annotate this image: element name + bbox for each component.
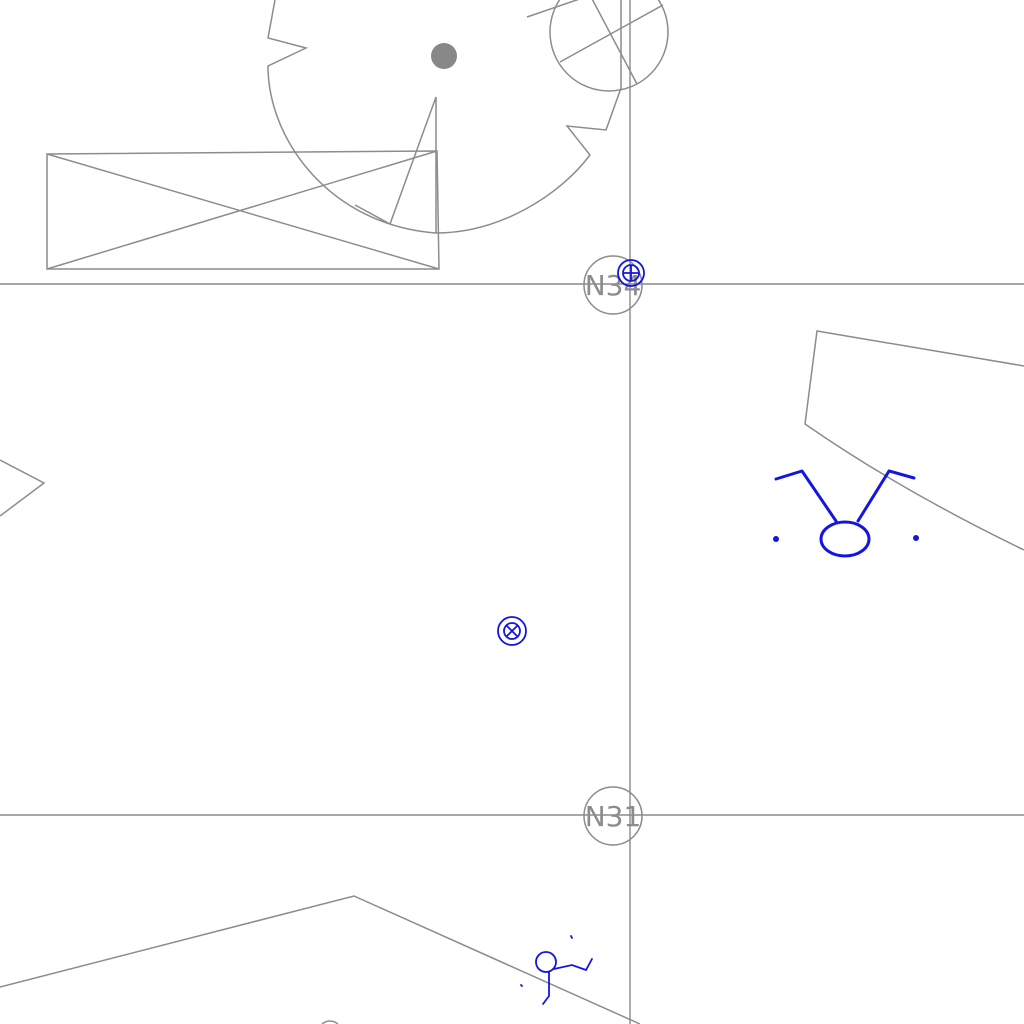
chevron-feature <box>0 459 46 517</box>
crossed-circle-feature <box>526 0 669 92</box>
running-figure-icon[interactable] <box>520 935 593 1005</box>
grid-label-lower[interactable]: N31 <box>583 786 643 846</box>
right-area-feature <box>804 330 1024 551</box>
circled-plus-icon[interactable] <box>617 259 645 287</box>
jagged-round-feature <box>267 0 622 234</box>
grid-label-lower-text: N31 <box>585 800 642 833</box>
bottom-boundary-feature <box>0 895 641 1024</box>
horned-figure-icon[interactable] <box>773 469 919 558</box>
circled-times-icon[interactable] <box>497 616 527 646</box>
point-feature <box>431 43 457 69</box>
crossed-rectangle-feature <box>46 150 440 270</box>
bottom-arc-feature <box>321 1020 339 1024</box>
